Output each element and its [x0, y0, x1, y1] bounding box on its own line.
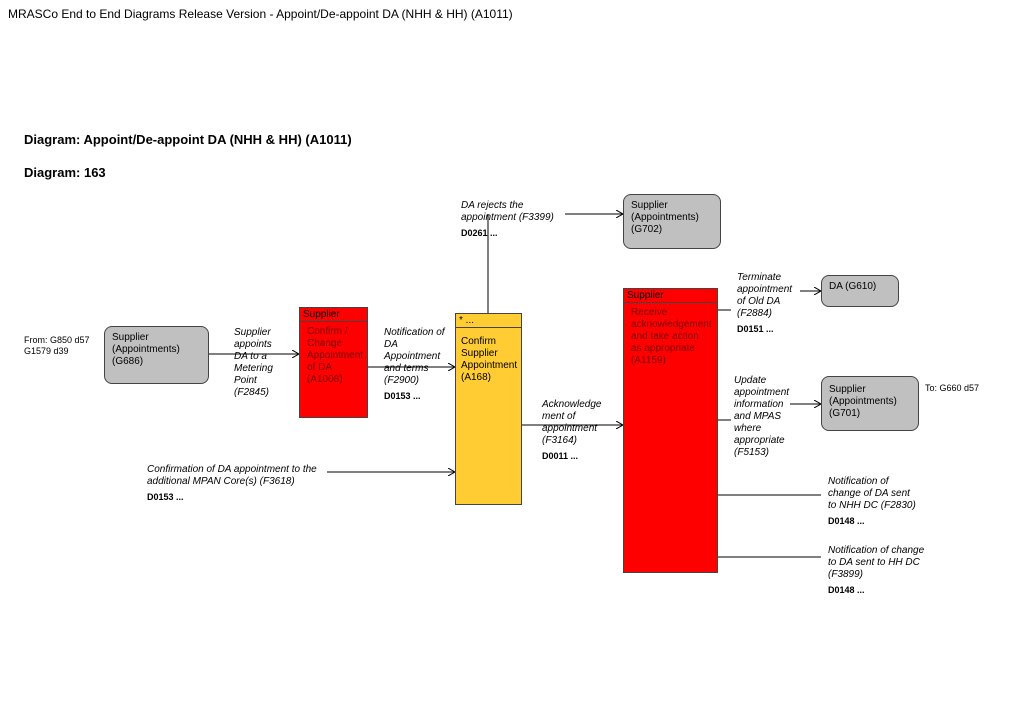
node-a168-header: * ...	[456, 314, 521, 328]
diagram-title: Diagram: Appoint/De-appoint DA (NHH & HH…	[24, 132, 352, 147]
flow-label-f2830: Notification of change of DA sent to NHH…	[828, 476, 920, 527]
diagram-number: Diagram: 163	[24, 165, 106, 180]
node-g610-label: DA (G610)	[829, 281, 877, 292]
node-confirm-change-appointment-a1008[interactable]: Supplier Confirm / Change Appointment of…	[299, 307, 368, 418]
flow-code-f3899: D0148 ...	[828, 585, 865, 595]
flow-label-f3399: DA rejects the appointment (F3399) D0261…	[461, 200, 567, 239]
node-a1159-header: Supplier	[624, 289, 717, 303]
flow-label-f2845: Supplier appoints DA to a Metering Point…	[234, 327, 273, 398]
flow-label-f2884: Terminate appointment of Old DA (F2884) …	[737, 272, 799, 335]
flow-label-f3618: Confirmation of DA appointment to the ad…	[147, 464, 332, 503]
flow-label-f5153: Update appointment information and MPAS …	[734, 375, 790, 458]
node-a1008-header: Supplier	[300, 308, 367, 322]
flow-label-f3899: Notification of change to DA sent to HH …	[828, 545, 928, 596]
flow-code-f3399: D0261 ...	[461, 228, 498, 238]
page-title: MRASCo End to End Diagrams Release Versi…	[8, 7, 513, 21]
node-g701-label: Supplier (Appointments) (G701)	[829, 384, 897, 419]
node-confirm-supplier-appointment-a168[interactable]: * ... Confirm Supplier Appointment (A168…	[455, 313, 522, 505]
flow-code-f2830: D0148 ...	[828, 516, 865, 526]
flow-label-f2900: Notification of DA Appointment and terms…	[384, 327, 450, 402]
flow-code-f3164: D0011 ...	[542, 451, 579, 461]
node-da-g610[interactable]: DA (G610)	[821, 275, 899, 307]
flow-code-f2884: D0151 ...	[737, 324, 774, 334]
flow-code-f2900: D0153 ...	[384, 391, 421, 401]
node-a1008-label: Confirm / Change Appointment of DA (A100…	[307, 326, 364, 385]
node-a168-label: Confirm Supplier Appointment (A168)	[461, 336, 518, 383]
flow-label-f3164: Acknowledge ment of appointment (F3164) …	[542, 399, 606, 462]
node-g686-label: Supplier (Appointments) (G686)	[112, 332, 180, 367]
flow-code-f3618: D0153 ...	[147, 492, 184, 502]
node-a1159-label: Receive acknowledgement and take action …	[631, 307, 712, 366]
node-supplier-appointments-g686[interactable]: Supplier (Appointments) (G686)	[104, 326, 209, 384]
node-g702-label: Supplier (Appointments) (G702)	[631, 200, 699, 235]
node-receive-acknowledgement-a1159[interactable]: Supplier Receive acknowledgement and tak…	[623, 288, 718, 573]
node-supplier-appointments-g701[interactable]: Supplier (Appointments) (G701)	[821, 376, 919, 431]
node-g686-note: From: G850 d57 G1579 d39	[24, 335, 90, 356]
node-supplier-appointments-g702[interactable]: Supplier (Appointments) (G702)	[623, 194, 721, 249]
node-g701-note: To: G660 d57	[925, 383, 980, 393]
